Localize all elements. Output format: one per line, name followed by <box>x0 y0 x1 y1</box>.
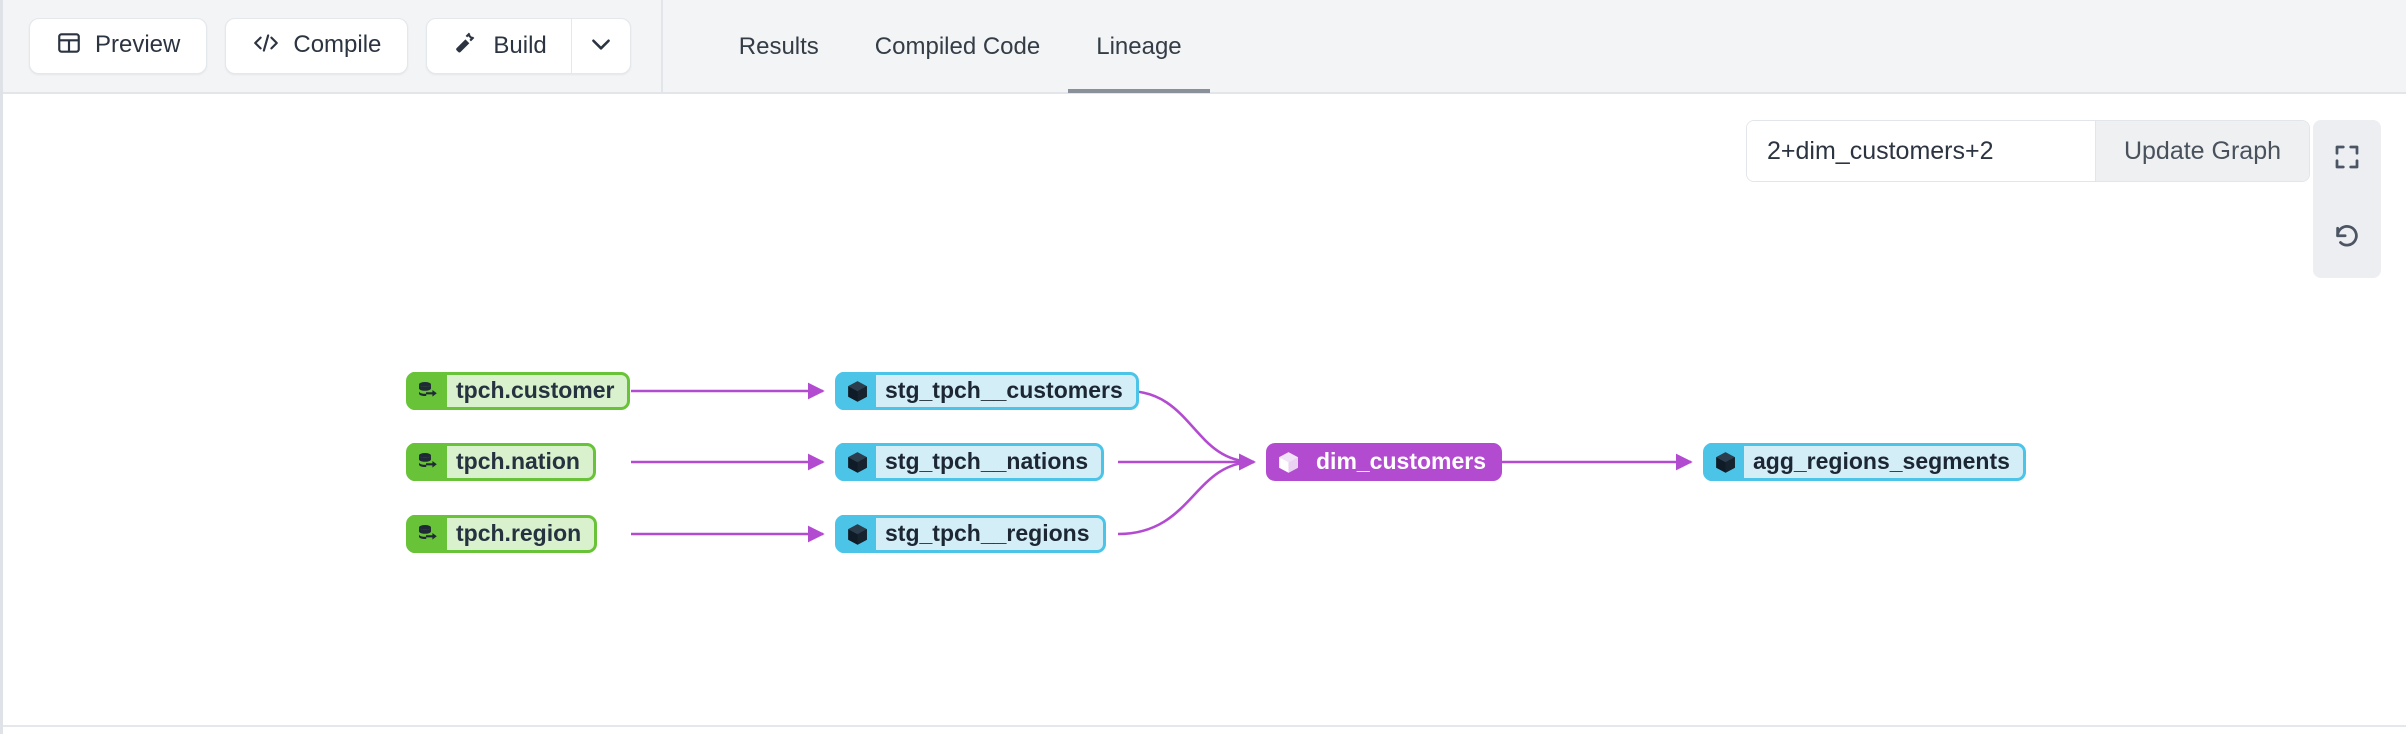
node-stg-tpch-regions[interactable]: stg_tpch__regions <box>835 515 1106 553</box>
node-tpch-customer[interactable]: tpch.customer <box>406 372 630 410</box>
graph-tools <box>2313 120 2381 278</box>
build-button[interactable]: Build <box>427 19 571 73</box>
node-stg-tpch-nations[interactable]: stg_tpch__nations <box>835 443 1104 481</box>
graph-selector-input[interactable] <box>1747 121 2095 181</box>
node-label: dim_customers <box>1307 450 1499 473</box>
node-label: stg_tpch__customers <box>876 379 1136 402</box>
toolbar-divider <box>661 0 663 93</box>
reset-graph-button[interactable] <box>2322 214 2372 264</box>
database-source-icon <box>409 443 447 481</box>
node-tpch-region[interactable]: tpch.region <box>406 515 597 553</box>
node-label: stg_tpch__nations <box>876 450 1101 473</box>
top-bar: Preview Compile <box>3 0 2406 94</box>
cube-icon <box>838 372 876 410</box>
reset-icon <box>2332 222 2362 257</box>
tab-bar: Results Compiled Code Lineage <box>711 0 1210 93</box>
action-toolbar: Preview Compile <box>3 0 631 93</box>
node-label: tpch.region <box>447 522 594 545</box>
table-icon <box>56 30 82 63</box>
node-label: tpch.customer <box>447 379 627 402</box>
node-label: tpch.nation <box>447 450 593 473</box>
cube-icon <box>838 515 876 553</box>
node-stg-tpch-customers[interactable]: stg_tpch__customers <box>835 372 1139 410</box>
tab-lineage[interactable]: Lineage <box>1068 35 1209 93</box>
node-tpch-nation[interactable]: tpch.nation <box>406 443 596 481</box>
chevron-down-icon <box>588 31 614 62</box>
graph-selector-group: Update Graph <box>1746 120 2310 182</box>
cube-icon <box>838 443 876 481</box>
tab-compiled-code[interactable]: Compiled Code <box>847 35 1068 93</box>
update-graph-button[interactable]: Update Graph <box>2095 121 2309 181</box>
node-dim-customers[interactable]: dim_customers <box>1266 443 1502 481</box>
fullscreen-button[interactable] <box>2322 134 2372 184</box>
node-label: stg_tpch__regions <box>876 522 1103 545</box>
code-icon <box>252 30 280 63</box>
node-label: agg_regions_segments <box>1744 450 2023 473</box>
lineage-canvas[interactable]: tpch.customer tpch.nation <box>3 94 2406 728</box>
fullscreen-icon <box>2332 142 2362 177</box>
cube-icon <box>1269 443 1307 481</box>
preview-label: Preview <box>95 33 180 57</box>
hammer-icon <box>453 30 480 63</box>
lineage-edges <box>3 94 2406 728</box>
tab-results[interactable]: Results <box>711 35 847 93</box>
build-label: Build <box>493 32 546 60</box>
preview-button[interactable]: Preview <box>29 18 207 74</box>
database-source-icon <box>409 372 447 410</box>
compile-label: Compile <box>293 33 381 57</box>
build-split-button: Build <box>426 18 630 74</box>
build-dropdown-button[interactable] <box>572 19 630 73</box>
node-agg-regions-segments[interactable]: agg_regions_segments <box>1703 443 2026 481</box>
panel-bottom-border <box>3 725 2406 727</box>
compile-button[interactable]: Compile <box>225 18 408 74</box>
database-source-icon <box>409 515 447 553</box>
cube-icon <box>1706 443 1744 481</box>
